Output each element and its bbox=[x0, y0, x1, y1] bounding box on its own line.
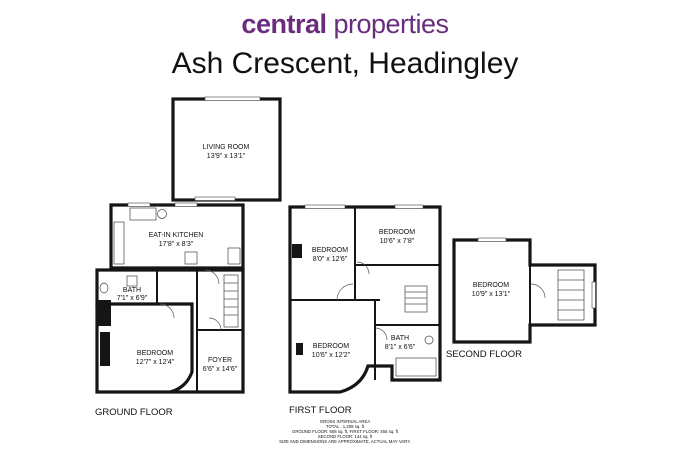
ground-bedroom-name: BEDROOM bbox=[137, 350, 173, 357]
kitchen-window-2 bbox=[174, 202, 198, 207]
stair-treads-first bbox=[405, 291, 427, 305]
first-bedroom-a-name: BEDROOM bbox=[312, 247, 348, 254]
living-room-opening bbox=[194, 196, 236, 201]
first-floor-plan: BEDROOM 8'0" x 12'6" BEDROOM 10'6" x 7'8… bbox=[288, 204, 442, 416]
kitchen-hob bbox=[157, 209, 167, 219]
second-floor-plan: BEDROOM 10'9" x 13'1" SECOND FLOOR bbox=[446, 237, 597, 360]
stair-treads-second bbox=[558, 279, 584, 311]
note-line-5: SIZE AND DIMENSIONS ARE APPROXIMATE, ACT… bbox=[279, 439, 411, 444]
living-room-window bbox=[204, 96, 261, 101]
second-window bbox=[477, 237, 507, 242]
kitchen-walls bbox=[109, 203, 245, 270]
kitchen-unit bbox=[227, 247, 241, 265]
kitchen-name: EAT-IN KITCHEN bbox=[149, 232, 204, 239]
first-bathtub bbox=[395, 357, 437, 377]
first-bath-name: BATH bbox=[391, 335, 409, 342]
first-interior-walls bbox=[290, 207, 440, 380]
first-bedroom-c-name: BEDROOM bbox=[313, 343, 349, 350]
first-door-swing-2 bbox=[356, 261, 370, 275]
second-floor-label: SECOND FLOOR bbox=[446, 349, 522, 360]
stairs-second bbox=[557, 269, 585, 321]
ground-interior-walls bbox=[97, 270, 243, 392]
first-bedroom-b-size: 10'6" x 7'8" bbox=[380, 238, 415, 245]
lower-block-walls bbox=[95, 268, 245, 394]
bedroom-outer-walls bbox=[95, 304, 170, 394]
first-bedroom-b-name: BEDROOM bbox=[379, 229, 415, 236]
first-chimney-1 bbox=[292, 244, 302, 258]
living-room-size: 13'9" x 13'1" bbox=[207, 153, 246, 160]
brand-logo: central properties bbox=[0, 8, 690, 40]
kitchen-sink bbox=[129, 207, 157, 221]
kitchen-window-1 bbox=[127, 202, 151, 207]
first-floor-walls bbox=[288, 205, 442, 394]
brand-part2: properties bbox=[333, 9, 449, 39]
second-side-window bbox=[591, 281, 596, 309]
second-floor-walls bbox=[452, 238, 597, 344]
ground-chimney bbox=[97, 300, 111, 326]
first-bedroom-a-size: 8'0" x 12'6" bbox=[313, 256, 348, 263]
first-window-2 bbox=[394, 204, 424, 209]
note-line-3: GROUND FLOOR: 608 sq. ft, FIRST FLOOR: 4… bbox=[292, 429, 399, 434]
foyer-size: 6'6" x 14'6" bbox=[203, 366, 238, 373]
note-line-1: GROSS INTERNAL AREA bbox=[320, 419, 371, 424]
second-bedroom-name: BEDROOM bbox=[473, 282, 509, 289]
area-notes: GROSS INTERNAL AREA TOTAL : 1,208 sq. ft… bbox=[279, 419, 411, 444]
kitchen-counter bbox=[113, 221, 125, 265]
ground-floor-label: GROUND FLOOR bbox=[95, 407, 173, 418]
first-door-swing-1 bbox=[336, 283, 354, 301]
foyer-name: FOYER bbox=[208, 357, 232, 364]
living-room-name: LIVING ROOM bbox=[203, 144, 250, 151]
note-line-4: SECOND FLOOR: 144 sq. ft bbox=[318, 434, 373, 439]
kitchen-appliance bbox=[184, 251, 198, 265]
brand-part1: central bbox=[241, 9, 327, 39]
first-chimney-2 bbox=[296, 343, 303, 355]
first-bath-sink bbox=[424, 335, 434, 345]
stair-treads bbox=[224, 282, 238, 316]
first-window-1 bbox=[304, 204, 346, 209]
stairs-first bbox=[404, 285, 428, 313]
ground-floor-plan: LIVING ROOM 13'9" x 13'1" EAT-IN KITCHEN… bbox=[95, 96, 282, 418]
door-swing-2 bbox=[159, 303, 175, 319]
kitchen-size: 17'8" x 8'3" bbox=[159, 241, 194, 248]
stairs-ground bbox=[223, 274, 239, 328]
ground-bath-name: BATH bbox=[123, 287, 141, 294]
door-swing-3 bbox=[208, 317, 222, 331]
first-bedroom-c-size: 10'6" x 12'2" bbox=[312, 352, 351, 359]
second-bedroom-size: 10'9" x 13'1" bbox=[472, 291, 511, 298]
note-line-2: TOTAL : 1,208 sq. ft bbox=[326, 424, 365, 429]
ground-bedroom-size: 12'7" x 12'4" bbox=[136, 359, 175, 366]
ground-bath-size: 7'1" x 6'9" bbox=[117, 295, 148, 302]
page-title: Ash Crescent, Headingley bbox=[171, 47, 519, 80]
ground-fireplace bbox=[100, 332, 110, 366]
bath-sink bbox=[126, 275, 138, 287]
door-swing-1 bbox=[204, 269, 220, 285]
first-floor-label: FIRST FLOOR bbox=[289, 405, 352, 416]
second-door-swing bbox=[530, 283, 546, 299]
first-door-swing-3 bbox=[374, 327, 388, 341]
first-bath-size: 8'1" x 6'6" bbox=[385, 344, 416, 351]
bath-toilet bbox=[99, 282, 109, 294]
